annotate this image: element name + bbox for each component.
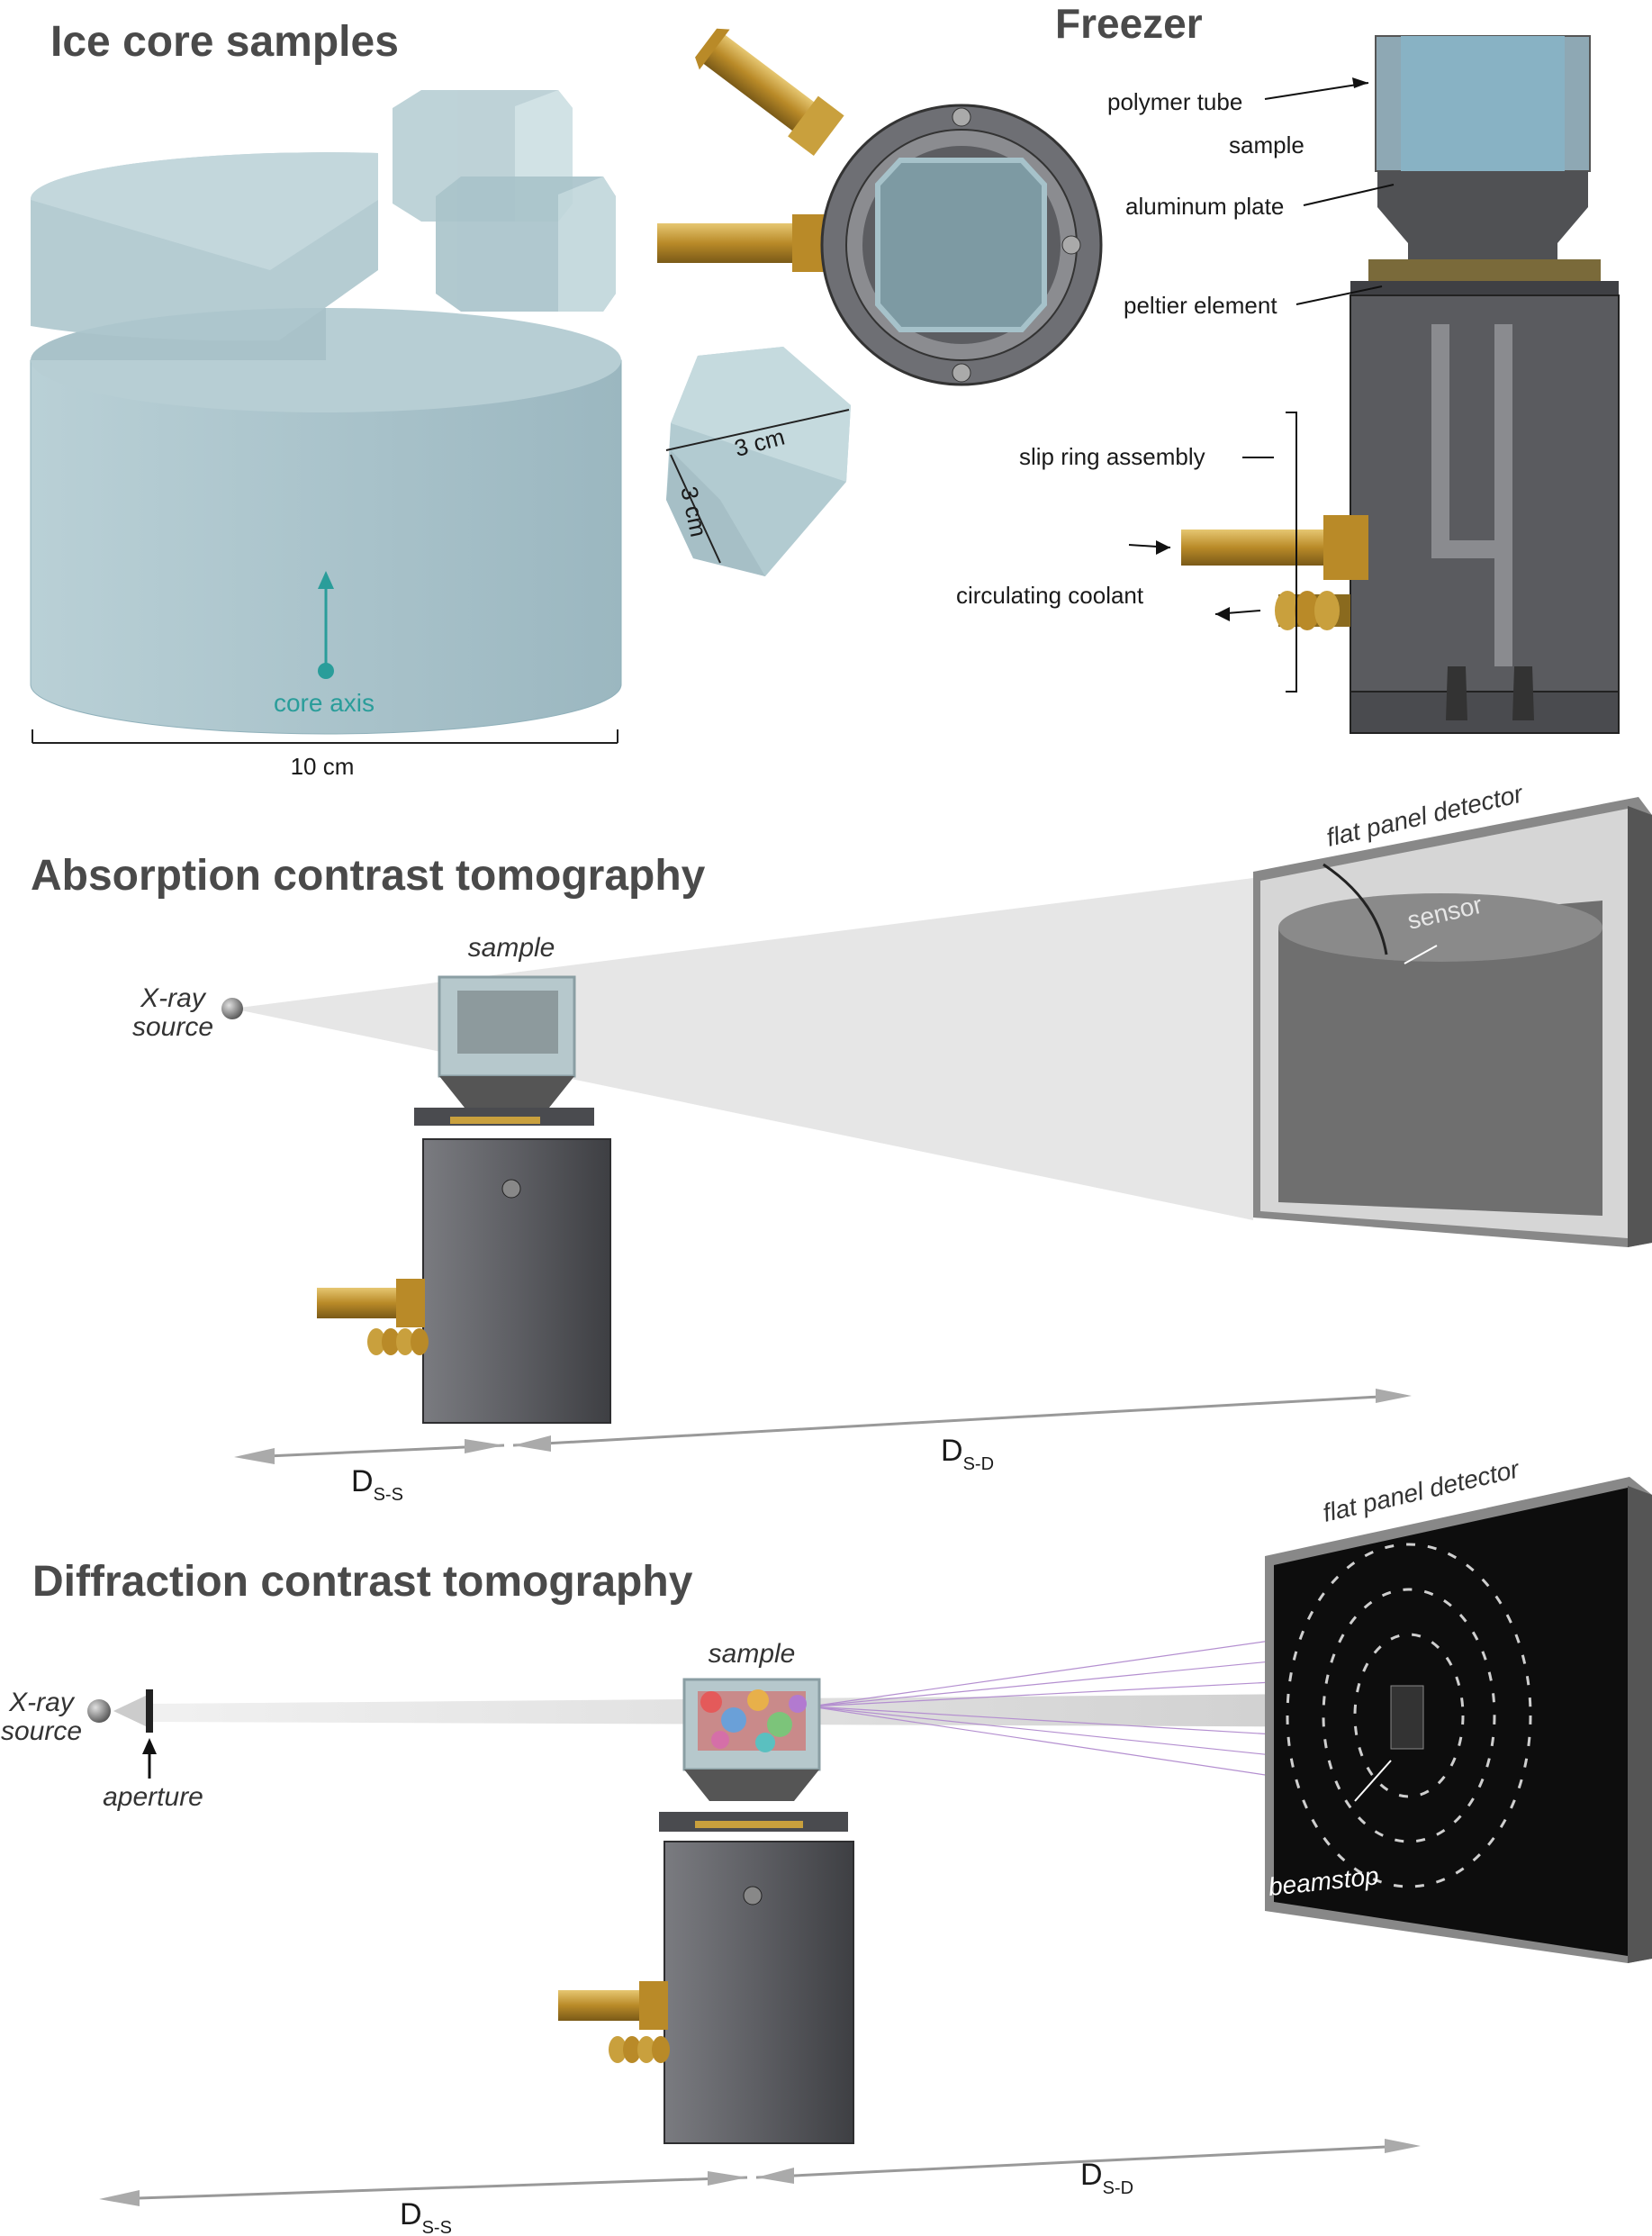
absorption-sample <box>457 991 558 1054</box>
freezer-title: Freezer <box>1055 0 1203 47</box>
absorption-detector <box>1253 797 1652 1247</box>
absorption-panel: Absorption contrast tomography fl <box>31 779 1652 1505</box>
upper-fitting <box>695 28 844 157</box>
diffraction-dss: DS-S <box>400 2197 452 2236</box>
freezer-top-view <box>657 28 1103 386</box>
scale-bar-label: 10 cm <box>291 753 355 780</box>
diffraction-distance-arrows <box>99 2139 1421 2206</box>
label-peltier: peltier element <box>1124 292 1277 319</box>
absorption-distance-arrows <box>234 1389 1412 1464</box>
absorption-xray-label-2: source <box>132 1012 213 1042</box>
small-prism-2 <box>436 177 616 312</box>
diffraction-title: Diffraction contrast tomography <box>32 1558 693 1606</box>
freezer-callouts <box>1128 82 1395 693</box>
diffraction-xray-label-2: source <box>1 1716 82 1746</box>
side-fitting <box>657 214 825 272</box>
absorption-xray-label-1: X-ray <box>140 983 207 1013</box>
core-axis-arrow <box>318 571 334 679</box>
diffraction-stage <box>664 1841 854 2144</box>
freezer-panel: Freezer <box>956 0 1620 734</box>
aluminum-plate <box>1377 171 1588 261</box>
diffraction-xray-source <box>87 1699 111 1723</box>
diffraction-panel: Diffraction contrast tomography <box>1 1454 1652 2236</box>
diffraction-xray-label-1: X-ray <box>8 1688 76 1717</box>
sensor-arrow <box>1404 945 1438 964</box>
octagon-sample <box>665 347 851 576</box>
absorption-coolant-outlet <box>367 1328 429 1355</box>
label-aluminum-plate: aluminum plate <box>1125 193 1284 220</box>
core-axis-label: core axis <box>274 689 375 717</box>
ice-core-panel: Ice core samples core axis 10 cm <box>30 18 851 780</box>
absorption-xray-source <box>221 998 243 1019</box>
coolant-inlet <box>1181 530 1334 566</box>
freezer-body <box>1350 294 1620 693</box>
diffraction-sample-label: sample <box>709 1639 796 1669</box>
absorption-beam-cone <box>232 878 1253 1220</box>
aperture-label: aperture <box>103 1782 203 1812</box>
beamstop <box>1390 1685 1424 1750</box>
absorption-dss: DS-S <box>351 1464 403 1505</box>
label-slip-ring: slip ring assembly <box>1019 443 1205 470</box>
absorption-sample-label: sample <box>468 933 555 963</box>
diffraction-sample-grains <box>698 1689 807 1752</box>
scale-bar-10cm <box>32 729 618 744</box>
peltier-element <box>1368 259 1601 281</box>
aperture <box>146 1689 153 1733</box>
ice-core-cylinder <box>30 152 622 735</box>
diffraction-dsd: DS-D <box>1080 2158 1133 2198</box>
absorption-title: Absorption contrast tomography <box>31 852 706 900</box>
diffraction-detector <box>1265 1477 1652 1963</box>
label-sample: sample <box>1229 131 1304 158</box>
label-coolant: circulating coolant <box>956 582 1144 609</box>
label-polymer-tube: polymer tube <box>1107 88 1242 115</box>
diffraction-coolant-outlet <box>609 2036 670 2063</box>
sample-column <box>1401 36 1565 171</box>
ice-core-title: Ice core samples <box>50 18 399 66</box>
coolant-outlet <box>1275 591 1350 630</box>
absorption-dsd: DS-D <box>941 1434 994 1474</box>
